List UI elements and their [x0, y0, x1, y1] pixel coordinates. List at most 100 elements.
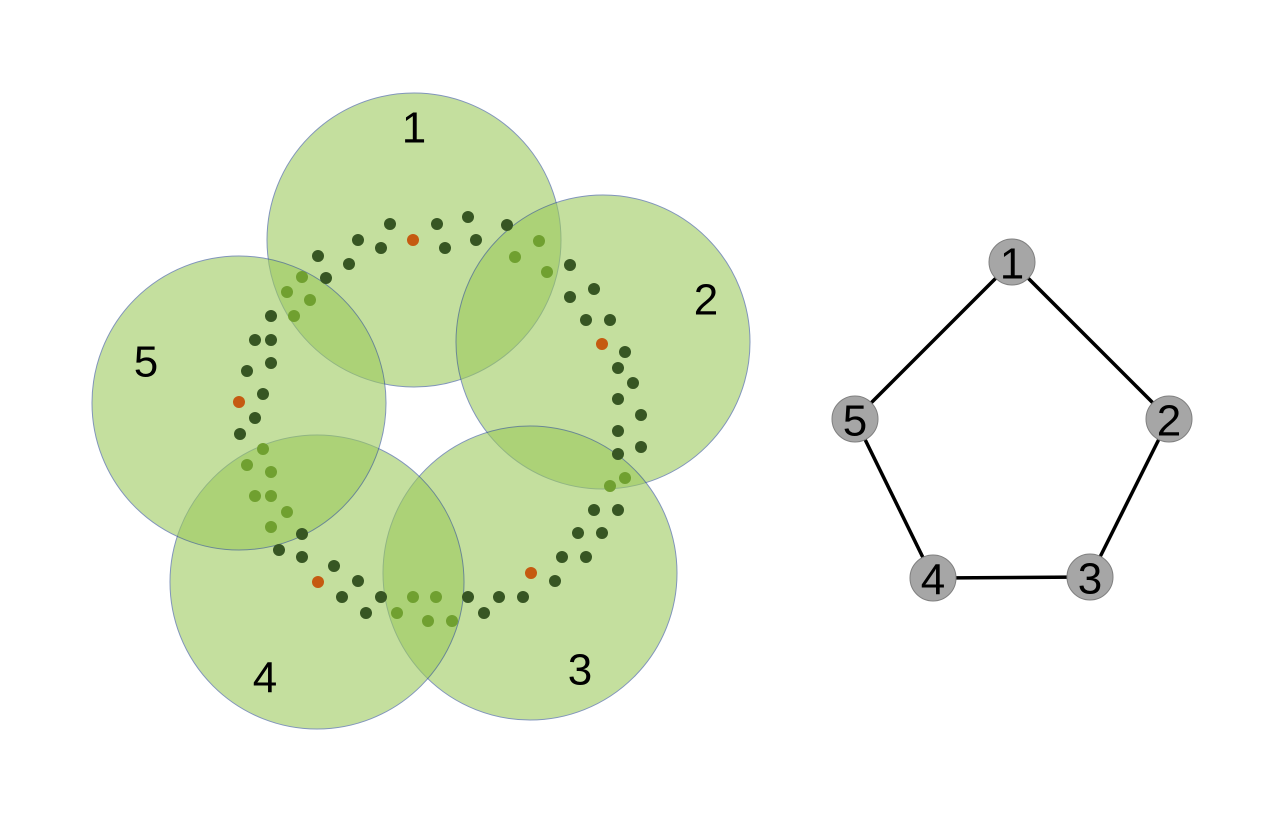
data-point — [241, 459, 253, 471]
cover-label-4: 4 — [253, 654, 277, 703]
data-point — [564, 259, 576, 271]
data-point — [604, 314, 616, 326]
graph-edge-5-1 — [853, 260, 1014, 421]
data-point — [635, 409, 647, 421]
data-point — [265, 357, 277, 369]
graph-edge-1-2 — [1010, 260, 1171, 421]
data-point — [422, 615, 434, 627]
data-point — [384, 218, 396, 230]
graph-node-circle — [831, 395, 879, 443]
cover-label-3: 3 — [568, 646, 592, 695]
data-point — [588, 283, 600, 295]
data-point — [619, 472, 631, 484]
graph-node-2: 2 — [1145, 395, 1193, 446]
highlight-point — [596, 338, 608, 350]
data-point — [336, 591, 348, 603]
data-point — [249, 412, 261, 424]
highlight-point — [312, 576, 324, 588]
graph-node-circle — [909, 554, 957, 602]
data-point — [556, 551, 568, 563]
data-point — [273, 544, 285, 556]
data-point — [375, 591, 387, 603]
data-point — [588, 504, 600, 516]
graph-node-label: 3 — [1078, 555, 1102, 604]
data-point — [517, 591, 529, 603]
data-point — [360, 607, 372, 619]
data-point — [352, 575, 364, 587]
graph-node-circle — [1066, 553, 1114, 601]
data-point — [431, 218, 443, 230]
data-point — [281, 286, 293, 298]
data-point — [265, 310, 277, 322]
data-point — [572, 527, 584, 539]
data-point — [627, 377, 639, 389]
data-point — [288, 310, 300, 322]
graph-node-1: 1 — [988, 238, 1036, 289]
graph-node-3: 3 — [1066, 553, 1114, 604]
data-point — [612, 425, 624, 437]
data-point — [320, 272, 332, 284]
cover-diagram — [91, 92, 751, 730]
data-point — [580, 551, 592, 563]
data-point — [430, 591, 442, 603]
data-point — [612, 393, 624, 405]
data-point — [533, 235, 545, 247]
graph-node-label: 1 — [1000, 240, 1024, 289]
cover-label-1: 1 — [402, 104, 426, 153]
graph-node-circle — [1145, 395, 1193, 443]
data-point — [241, 365, 253, 377]
data-point — [296, 551, 308, 563]
data-point — [564, 291, 576, 303]
graph-edge-3-4 — [932, 575, 1091, 580]
data-point — [281, 506, 293, 518]
highlight-point — [407, 234, 419, 246]
data-point — [462, 211, 474, 223]
data-point — [265, 466, 277, 478]
data-point — [462, 591, 474, 603]
cover-label-5: 5 — [134, 338, 158, 387]
data-point — [446, 615, 458, 627]
highlight-point — [233, 396, 245, 408]
data-point — [265, 334, 277, 346]
graph-edge-2-3 — [1088, 418, 1171, 578]
data-point — [312, 250, 324, 262]
data-point — [439, 242, 451, 254]
data-point — [249, 334, 261, 346]
graph-node-circle — [988, 238, 1036, 286]
graph-node-label: 5 — [843, 397, 867, 446]
data-point — [265, 521, 277, 533]
data-point — [249, 490, 261, 502]
data-point — [501, 219, 513, 231]
graph-node-5: 5 — [831, 395, 879, 446]
data-point — [470, 234, 482, 246]
highlight-point — [525, 567, 537, 579]
data-point — [328, 560, 340, 572]
data-point — [493, 591, 505, 603]
data-point — [619, 346, 631, 358]
data-point — [580, 314, 592, 326]
data-point — [541, 266, 553, 278]
graph-edges — [853, 260, 1171, 580]
data-point — [407, 591, 419, 603]
data-point — [549, 575, 561, 587]
graph-node-4: 4 — [909, 554, 957, 605]
data-point — [612, 362, 624, 374]
data-point — [391, 607, 403, 619]
data-point — [604, 480, 616, 492]
data-point — [296, 528, 308, 540]
graph-edge-4-5 — [853, 418, 935, 579]
data-point — [343, 258, 355, 270]
graph-node-label: 2 — [1157, 397, 1181, 446]
graph-node-label: 4 — [921, 556, 945, 605]
data-point — [635, 441, 647, 453]
data-point — [375, 242, 387, 254]
data-point — [234, 428, 246, 440]
nerve-graph: 1 2 3 4 5 — [831, 238, 1193, 605]
data-point — [478, 607, 490, 619]
data-point — [352, 234, 364, 246]
data-point — [257, 388, 269, 400]
data-point — [509, 251, 521, 263]
data-point — [612, 504, 624, 516]
